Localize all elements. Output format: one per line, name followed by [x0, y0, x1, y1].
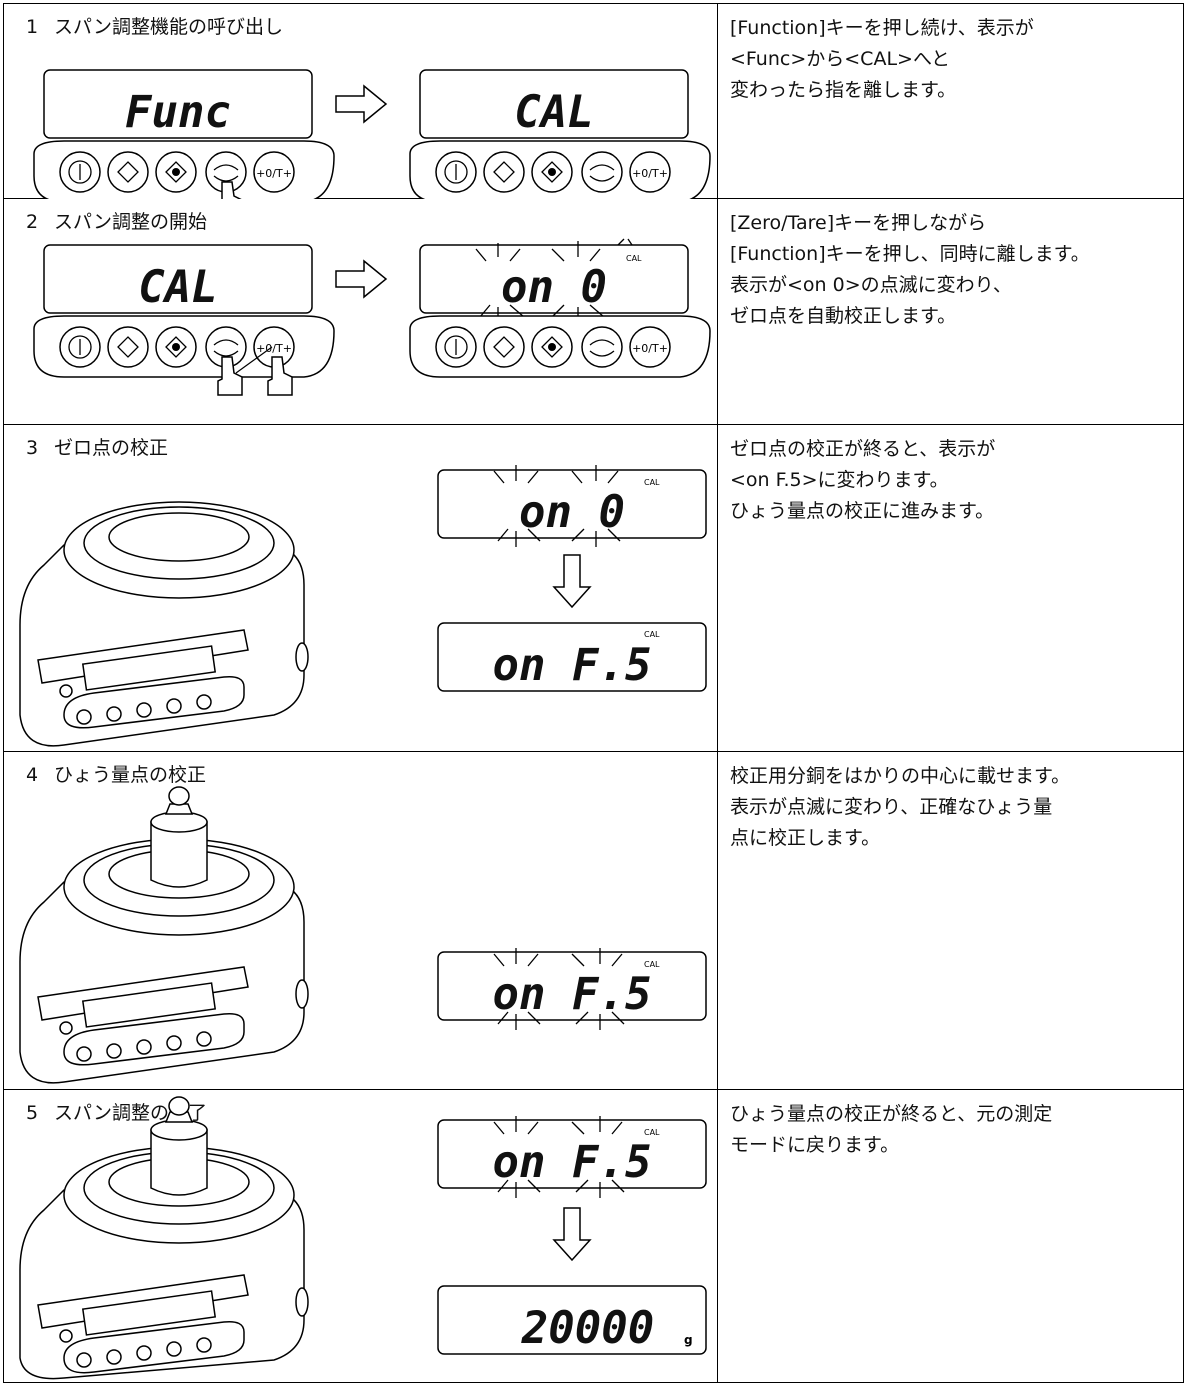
step-2-illustration: CAL +0/T+ on 0 CAL — [33, 238, 711, 396]
lcd-display — [437, 951, 707, 1021]
balance-with-weight-icon — [19, 786, 309, 1084]
step-2-description: [Zero/Tare]キーを押しながら[Function]キーを押し、同時に離し… — [717, 198, 1184, 425]
cal-indicator: CAL — [626, 254, 642, 263]
print-key-icon — [483, 326, 525, 368]
arrow-down-icon — [552, 554, 592, 609]
lcd-readout: 20000 — [521, 1303, 654, 1354]
cal-indicator: CAL — [644, 478, 660, 487]
cal-indicator: CAL — [644, 960, 660, 969]
lcd-readout: CAL — [138, 262, 217, 313]
arrow-right-icon — [335, 84, 388, 124]
unit-label: g — [684, 1333, 693, 1347]
lcd-display — [437, 1119, 707, 1189]
lcd-display — [43, 244, 313, 314]
print-key-icon — [107, 326, 149, 368]
svg-text:+0/T+: +0/T+ — [632, 342, 668, 355]
step-5-illustration: on F.5 CAL 20000 g — [19, 1096, 707, 1380]
balance-with-weight-icon — [19, 1096, 309, 1380]
step-4-illustration: on F.5 CAL — [19, 786, 707, 1084]
blink-rays-icon — [493, 465, 621, 547]
svg-text:+0/T+: +0/T+ — [632, 167, 668, 180]
arrow-down-icon — [552, 1207, 592, 1262]
step-5-description: ひょう量点の校正が終ると、元の測定モードに戻ります。 — [717, 1089, 1184, 1383]
step-3-illustration: on 0 CAL on F.5 CAL — [19, 465, 707, 747]
step-4-description: 校正用分銅をはかりの中心に載せます。表示が点滅に変わり、正確なひょう量点に校正し… — [717, 751, 1184, 1090]
function-key-icon — [581, 151, 623, 193]
lcd-display — [437, 469, 707, 539]
lcd-display — [419, 69, 689, 139]
step-1-illustration: Func +0/T+ CAL — [33, 69, 711, 199]
blink-rays-icon — [493, 948, 625, 1030]
print-key-icon — [107, 151, 149, 193]
lcd-display — [43, 69, 313, 139]
arrow-right-icon — [335, 259, 388, 299]
lcd-display — [437, 622, 707, 692]
finger-icon — [217, 356, 243, 396]
lcd-readout: CAL — [514, 87, 593, 138]
print-key-icon — [483, 151, 525, 193]
step-1-description: [Function]キーを押し続け、表示が<Func>から<CAL>へと変わった… — [717, 3, 1184, 199]
zero-tare-key-icon — [253, 151, 295, 193]
cal-indicator: CAL — [644, 1128, 660, 1137]
balance-icon — [19, 501, 309, 747]
svg-text:+0/T+: +0/T+ — [256, 167, 292, 180]
lcd-readout: on F.5 — [493, 969, 652, 1020]
finger-icon — [267, 356, 293, 396]
finger-icon — [221, 181, 242, 199]
zero-tare-key-icon — [629, 326, 671, 368]
blink-rays-icon — [493, 1116, 625, 1198]
lcd-readout: Func — [125, 87, 231, 138]
lcd-readout: on F.5 — [493, 640, 652, 691]
lcd-readout: on F.5 — [493, 1137, 652, 1188]
cal-indicator: CAL — [644, 630, 660, 639]
lcd-display — [437, 1285, 707, 1355]
svg-text:+0/T+: +0/T+ — [256, 342, 292, 355]
lcd-display — [419, 244, 689, 314]
lcd-readout: on 0 — [501, 262, 607, 313]
function-key-icon — [581, 326, 623, 368]
step-3-description: ゼロ点の校正が終ると、表示が<on F.5>に変わります。ひょう量点の校正に進み… — [717, 424, 1184, 752]
lcd-readout: on 0 — [519, 487, 625, 538]
zero-tare-key-icon — [629, 151, 671, 193]
